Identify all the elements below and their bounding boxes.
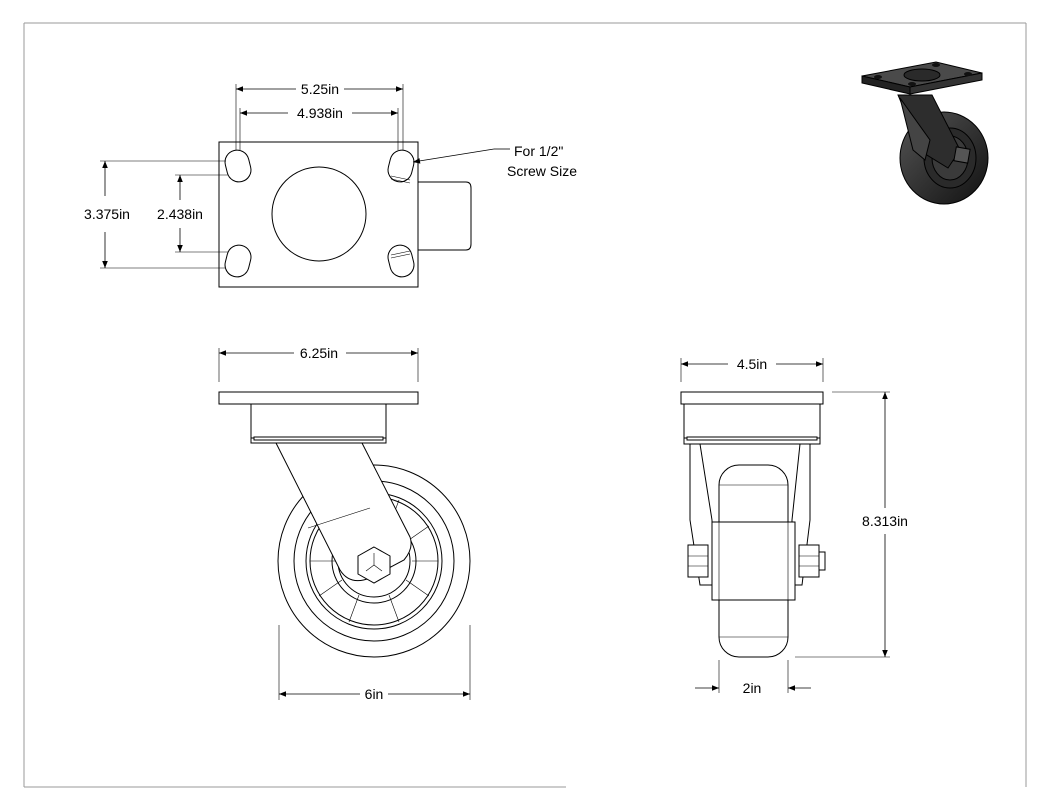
sheet-border xyxy=(23,22,1027,788)
dim-wheel-width-label: 2in xyxy=(743,680,762,696)
screw-note: For 1/2" Screw Size xyxy=(412,143,577,179)
slot-bottom-right xyxy=(387,244,415,278)
dim-outer-height: 3.375in xyxy=(84,160,226,269)
dim-hole-height-label: 2.438in xyxy=(157,206,203,222)
side-axle-left xyxy=(687,544,709,578)
side-view: 4.5in 8.313in 2in xyxy=(680,356,908,696)
dim-outer-height-label: 3.375in xyxy=(84,206,130,222)
dim-wheel-diameter-label: 6in xyxy=(365,686,384,702)
side-hub xyxy=(711,521,796,601)
dim-front-plate-width-label: 6.25in xyxy=(300,345,338,361)
top-view: 5.25in 4.938in 3.375in 2.438in xyxy=(84,81,577,288)
isometric-view xyxy=(861,61,989,205)
dim-outer-width-label: 5.25in xyxy=(301,81,339,97)
slot-top-right xyxy=(387,149,415,183)
center-boss xyxy=(271,166,367,262)
dim-side-plate-width-label: 4.5in xyxy=(737,356,767,372)
slot-bottom-left xyxy=(224,244,252,278)
dim-overall-height: 8.313in xyxy=(795,391,908,658)
side-housing xyxy=(683,403,821,439)
front-view: 6.25in 6in xyxy=(218,345,471,702)
front-top-plate xyxy=(218,391,419,405)
dim-wheel-width: 2in xyxy=(695,660,811,696)
front-fork xyxy=(275,442,412,582)
screw-note-line2: Screw Size xyxy=(507,163,577,179)
side-axle-right xyxy=(798,544,820,578)
screw-note-line1: For 1/2" xyxy=(514,143,563,159)
swivel-housing xyxy=(417,181,472,251)
dim-wheel-diameter: 6in xyxy=(278,625,471,702)
front-housing xyxy=(250,403,387,439)
dim-hole-height: 2.438in xyxy=(157,174,228,253)
dim-overall-height-label: 8.313in xyxy=(862,513,908,529)
dim-front-plate-width: 6.25in xyxy=(218,345,419,382)
dim-side-plate-width: 4.5in xyxy=(680,356,824,382)
slot-top-left xyxy=(224,149,252,183)
dim-outer-width: 5.25in xyxy=(235,81,404,150)
dim-hole-width: 4.938in xyxy=(239,105,399,150)
side-top-plate xyxy=(680,391,824,405)
dim-hole-width-label: 4.938in xyxy=(297,105,343,121)
